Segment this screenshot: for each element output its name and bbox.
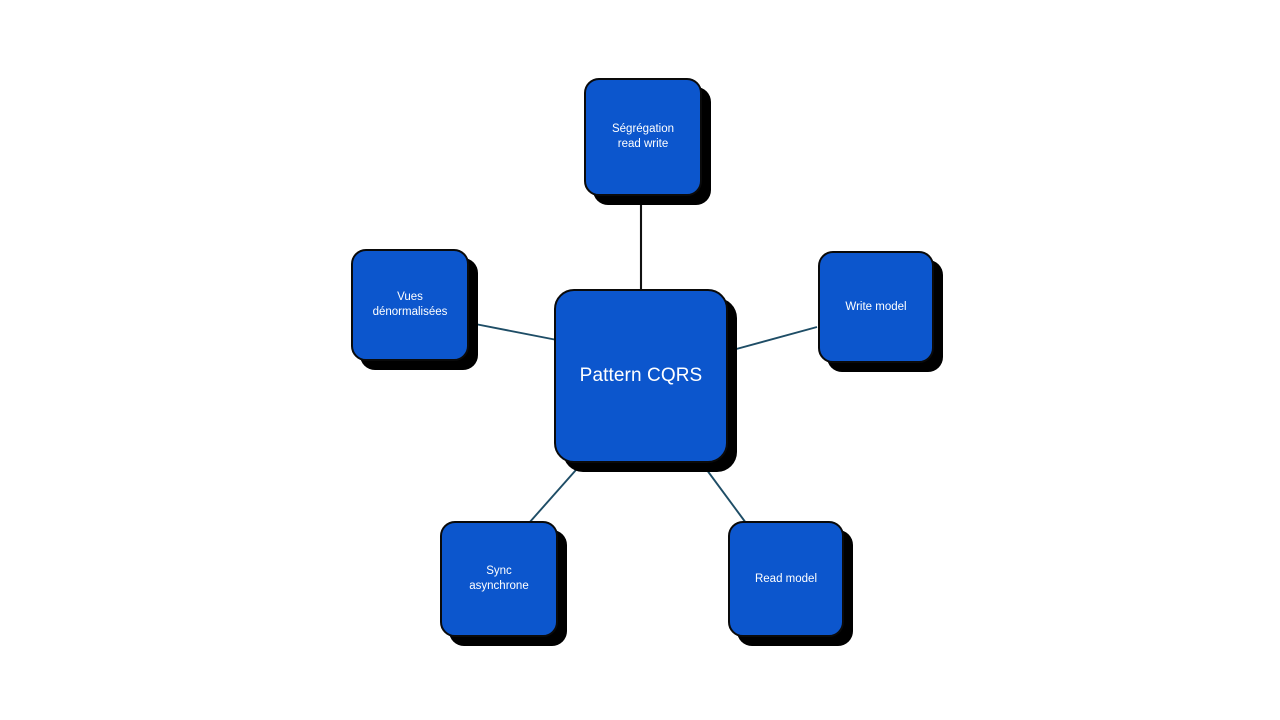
node-label-pattern-cqrs: Pattern CQRS — [579, 364, 703, 386]
node-segregation-read-write[interactable]: Ségrégation read write — [584, 78, 702, 196]
connector-center-to-sync — [528, 461, 584, 524]
node-sync-asynchrone[interactable]: Sync asynchrone — [440, 521, 558, 637]
connector-center-to-write-model — [728, 326, 818, 352]
node-label-sync-asynchrone: Sync asynchrone — [469, 565, 529, 592]
node-read-model[interactable]: Read model — [728, 521, 844, 637]
node-label-segregation-read-write: Ségrégation read write — [611, 123, 675, 150]
node-write-model[interactable]: Write model — [818, 251, 934, 363]
node-label-write-model: Write model — [845, 300, 907, 313]
node-pattern-cqrs[interactable]: Pattern CQRS — [554, 289, 728, 463]
connector-center-to-vues — [469, 322, 558, 341]
node-label-read-model: Read model — [754, 572, 817, 585]
node-label-vues-denormalisees: Vues dénormalisées — [372, 291, 448, 318]
node-vues-denormalisees[interactable]: Vues dénormalisées — [351, 249, 469, 361]
